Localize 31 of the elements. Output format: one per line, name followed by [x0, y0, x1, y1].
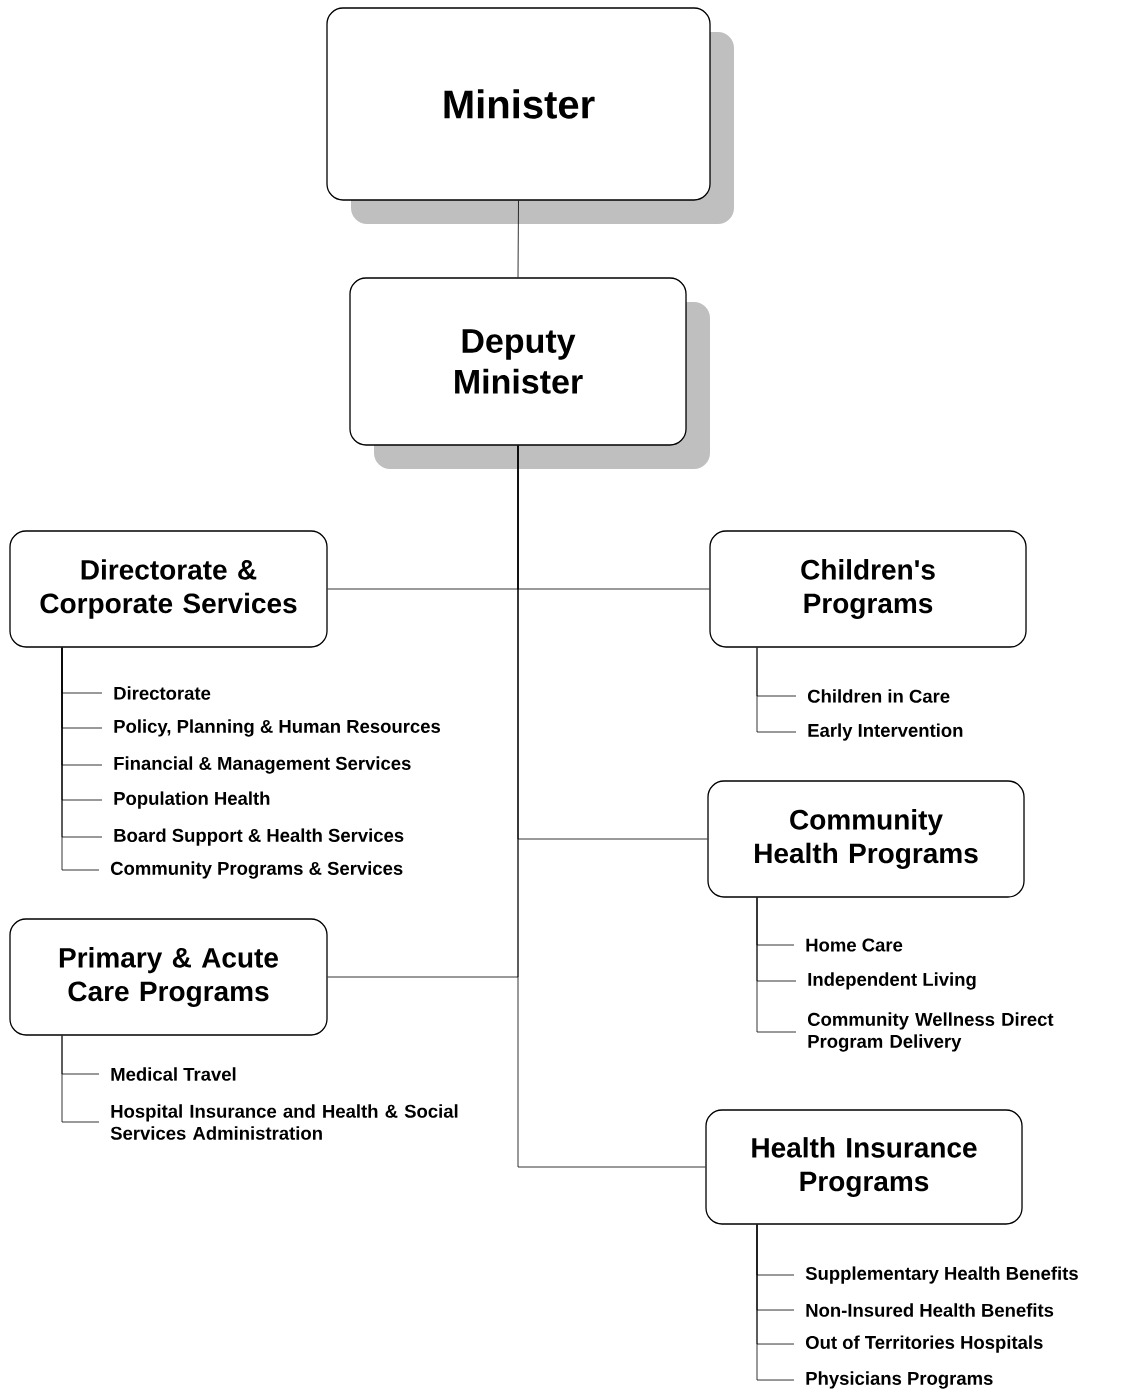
- unit-label: Home Care: [806, 938, 903, 952]
- unit-label: Medical Travel: [111, 1067, 236, 1081]
- unit-label: Community Wellness Direct Program Delivery: [807, 1012, 1054, 1052]
- connector-line: [517, 445, 706, 1168]
- unit-label: Hospital Insurance and Health & Social Services Administration: [110, 1104, 458, 1140]
- unit-label: Out of Territories Hospitals: [805, 1335, 1043, 1353]
- connector-line: [61, 647, 100, 871]
- unit-label: Population Health: [114, 791, 270, 809]
- org-box: Primary & Acute Care Programs: [9, 918, 328, 1036]
- org-box: Children's Programs: [709, 530, 1027, 648]
- unit-label: Supplementary Health Benefits: [805, 1266, 1078, 1284]
- unit-label: Community Programs & Services: [110, 861, 403, 879]
- org-box: Directorate & Corporate Services: [9, 530, 328, 648]
- connector-line: [756, 1224, 795, 1381]
- unit-label: Physicians Programs: [806, 1371, 993, 1389]
- unit-label: Directorate: [114, 686, 211, 700]
- org-box: Community Health Programs: [707, 780, 1025, 898]
- connector-line: [61, 1035, 100, 1123]
- unit-label: Policy, Planning & Human Resources: [114, 719, 441, 737]
- org-box: Deputy Minister: [349, 277, 710, 469]
- org-box: Minister: [326, 7, 734, 224]
- unit-label: Non-Insured Health Benefits: [806, 1303, 1054, 1317]
- connector-line: [756, 647, 797, 733]
- unit-label: Financial & Management Services: [114, 756, 411, 774]
- connector-line: [756, 897, 797, 1033]
- connector-line: [517, 200, 519, 278]
- unit-label: Early Intervention: [808, 723, 963, 741]
- unit-label: Independent Living: [808, 972, 976, 990]
- unit-label: Board Support & Health Services: [114, 828, 404, 846]
- unit-label: Children in Care: [807, 689, 950, 703]
- org-box: Health Insurance Programs: [705, 1109, 1023, 1225]
